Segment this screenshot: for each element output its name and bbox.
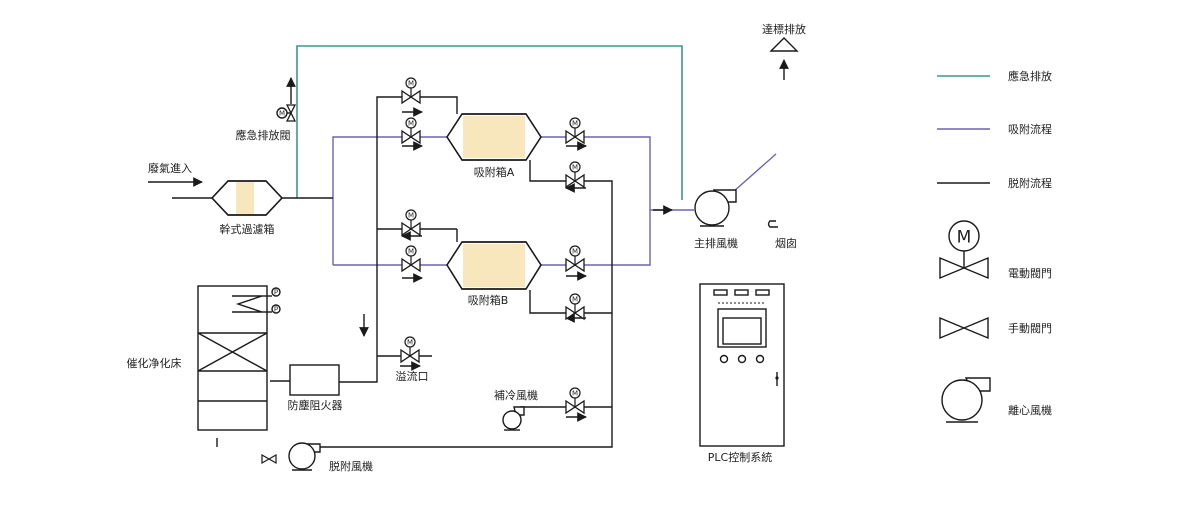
svg-text:M: M <box>408 120 414 128</box>
label-emergency-valve: 應急排放閥 <box>236 128 291 142</box>
label-adsorber-b: 吸附箱B <box>468 293 509 307</box>
cooling-fan <box>502 406 525 431</box>
svg-text:M: M <box>572 248 578 256</box>
svg-text:M: M <box>408 212 414 220</box>
label-dry-filter: 幹式過濾箱 <box>220 222 275 236</box>
svg-text:M: M <box>572 296 578 304</box>
desorption-fan <box>288 442 321 471</box>
pressure-gauge-2: P <box>274 306 278 314</box>
pressure-gauge-1: P <box>274 289 278 297</box>
adsorber-a <box>446 113 542 161</box>
label-catalytic-bed: 催化净化床 <box>127 356 182 370</box>
svg-text:M: M <box>572 164 578 172</box>
svg-text:M: M <box>408 80 414 88</box>
label-compliant-discharge: 達標排放 <box>762 22 806 36</box>
emergency-line <box>296 45 683 200</box>
legend-emergency-label: 應急排放 <box>1008 69 1052 83</box>
legend-electric-valve-icon: M <box>939 220 989 280</box>
label-overflow: 溢流口 <box>396 369 429 383</box>
plc-cabinet <box>699 283 785 447</box>
legend-fan-icon <box>941 377 991 423</box>
legend-desorption-label: 脱附流程 <box>1008 176 1052 190</box>
chimney-icon <box>767 220 778 228</box>
electric-valves: M M M M M M M M M M <box>400 77 585 414</box>
discharge-triangle-icon <box>769 37 799 52</box>
emergency-valve-symbol: M <box>276 104 297 122</box>
label-cooling-fan: 補冷風機 <box>494 388 538 402</box>
flame-arrester-box <box>289 364 340 396</box>
legend: 應急排放 吸附流程 脱附流程 M 電動閥門 手動閥門 離心風機 <box>937 69 1052 423</box>
legend-fan-label: 離心風機 <box>1008 403 1052 417</box>
diagram-labels: 廢氣進入 幹式過濾箱 應急排放閥 吸附箱A 吸附箱B 主排風機 烟囱 達標排放 … <box>127 22 807 473</box>
legend-manual-valve-label: 手動閥門 <box>1008 321 1052 335</box>
label-flame-arrester: 防塵阻火器 <box>288 398 343 412</box>
main-fan <box>694 189 737 227</box>
label-adsorber-a: 吸附箱A <box>474 165 515 179</box>
catalytic-bed: P P <box>197 285 281 431</box>
svg-text:M: M <box>407 339 413 347</box>
svg-text:M: M <box>408 248 414 256</box>
dry-filter-box <box>211 180 283 216</box>
svg-text:M: M <box>279 110 285 118</box>
label-desorption-fan: 脱附風機 <box>329 459 373 473</box>
manual-valve-small <box>261 453 277 465</box>
svg-text:M: M <box>572 120 578 128</box>
legend-adsorption-label: 吸附流程 <box>1008 122 1052 136</box>
label-main-fan: 主排風機 <box>694 236 738 250</box>
legend-manual-valve-icon <box>939 316 989 340</box>
label-chimney: 烟囱 <box>775 236 797 250</box>
label-plc: PLC控制系統 <box>708 450 772 464</box>
legend-electric-valve-label: 電動閥門 <box>1008 266 1052 280</box>
svg-text:M: M <box>572 390 578 398</box>
adsorber-b <box>446 241 542 290</box>
svg-text:M: M <box>957 228 972 248</box>
flow-arrows <box>148 59 789 422</box>
desorption-lines <box>172 96 613 448</box>
label-waste-gas-in: 廢氣進入 <box>148 161 192 175</box>
